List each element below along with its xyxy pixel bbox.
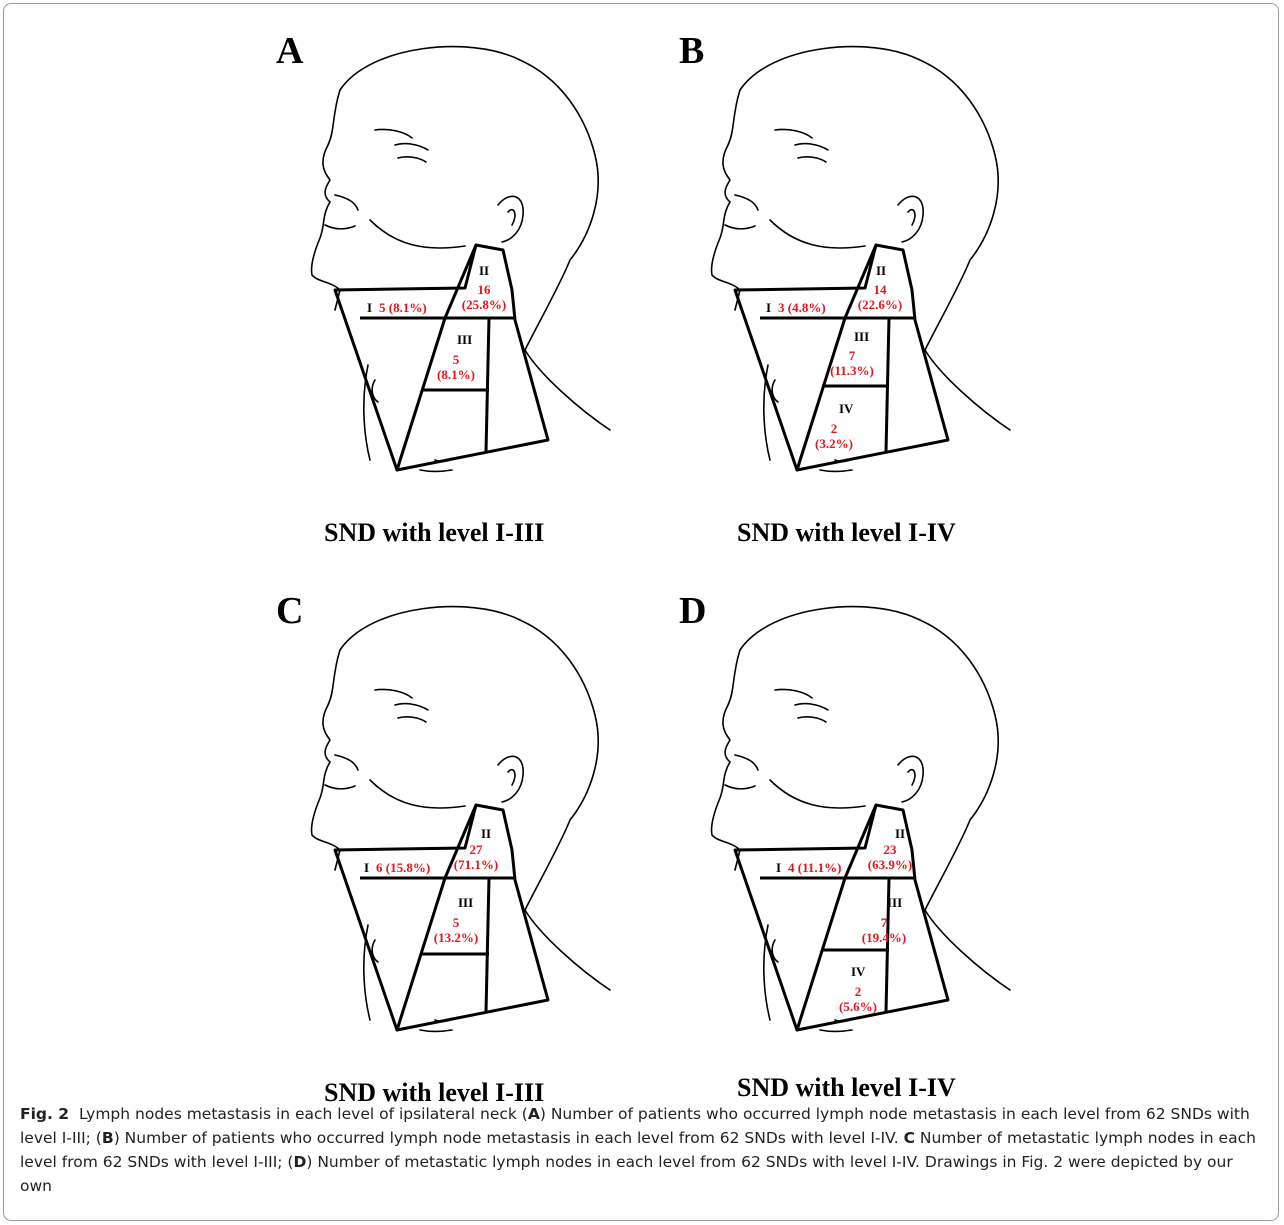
level-iii-percent: (13.2%) (426, 930, 486, 945)
head-neck-drawing (240, 20, 700, 490)
panel-caption: SND with level I-IV (737, 1075, 956, 1101)
head-neck-drawing (240, 580, 700, 1050)
level-iii-count: 7 (854, 915, 914, 930)
level-iii-label: III (887, 896, 902, 909)
level-ii-label: II (479, 264, 489, 277)
level-iii-percent: (8.1%) (426, 367, 486, 382)
level-ii-label: II (481, 827, 491, 840)
level-i-value: 5 (8.1%) (379, 300, 427, 315)
caption-text: Lymph nodes metastasis in each level of … (79, 1105, 528, 1123)
caption-ref-a: A (528, 1105, 540, 1123)
level-iv-count: 2 (828, 984, 888, 999)
level-i-value: 6 (15.8%) (376, 860, 430, 875)
level-ii-count: 14 (850, 282, 910, 297)
panel-caption: SND with level I-III (324, 520, 544, 546)
figure-caption: Fig. 2 Lymph nodes metastasis in each le… (20, 1102, 1266, 1198)
level-iv-count: 2 (804, 421, 864, 436)
level-ii-label: II (876, 264, 886, 277)
level-iv-percent: (5.6%) (828, 999, 888, 1014)
level-i-label: I (364, 861, 369, 874)
level-ii-percent: (22.6%) (850, 297, 910, 312)
level-iii-percent: (19.4%) (854, 930, 914, 945)
level-ii-percent: (71.1%) (446, 857, 506, 872)
level-ii-count: 27 (446, 842, 506, 857)
level-iv-label: IV (839, 402, 853, 415)
caption-ref-c: C (904, 1129, 915, 1147)
level-iii-count: 7 (822, 348, 882, 363)
level-ii-count: 23 (860, 842, 920, 857)
level-ii-count: 16 (454, 282, 514, 297)
level-i-label: I (776, 861, 781, 874)
level-i-value: 4 (11.1%) (788, 860, 841, 875)
head-neck-drawing (640, 580, 1100, 1050)
level-i-label: I (367, 301, 372, 314)
level-ii-percent: (25.8%) (454, 297, 514, 312)
panel-b: B I 3 (4.8%) II 14 (640, 20, 1100, 490)
caption-ref-b: B (102, 1129, 114, 1147)
level-iv-label: IV (851, 965, 865, 978)
level-iii-label: III (457, 333, 472, 346)
level-i-value: 3 (4.8%) (778, 300, 826, 315)
level-iii-count: 5 (426, 352, 486, 367)
level-ii-percent: (63.9%) (860, 857, 920, 872)
level-iv-percent: (3.2%) (804, 436, 864, 451)
panel-a: A I 5 (8.1%) II 16 (240, 20, 700, 490)
panel-c: C I 6 (15.8%) II 27 (240, 580, 700, 1050)
figure-label: Fig. 2 (20, 1105, 69, 1123)
head-neck-drawing (640, 20, 1100, 490)
level-iii-count: 5 (426, 915, 486, 930)
level-ii-label: II (895, 827, 905, 840)
panel-caption: SND with level I-IV (737, 520, 956, 546)
level-iii-label: III (458, 896, 473, 909)
caption-ref-d: D (293, 1153, 306, 1171)
panel-d: D I 4 (11.1%) II 23 (640, 580, 1100, 1050)
level-iii-label: III (854, 330, 869, 343)
caption-text: ) Number of patients who occurred lymph … (114, 1129, 904, 1147)
level-i-label: I (766, 301, 771, 314)
level-iii-percent: (11.3%) (822, 363, 882, 378)
